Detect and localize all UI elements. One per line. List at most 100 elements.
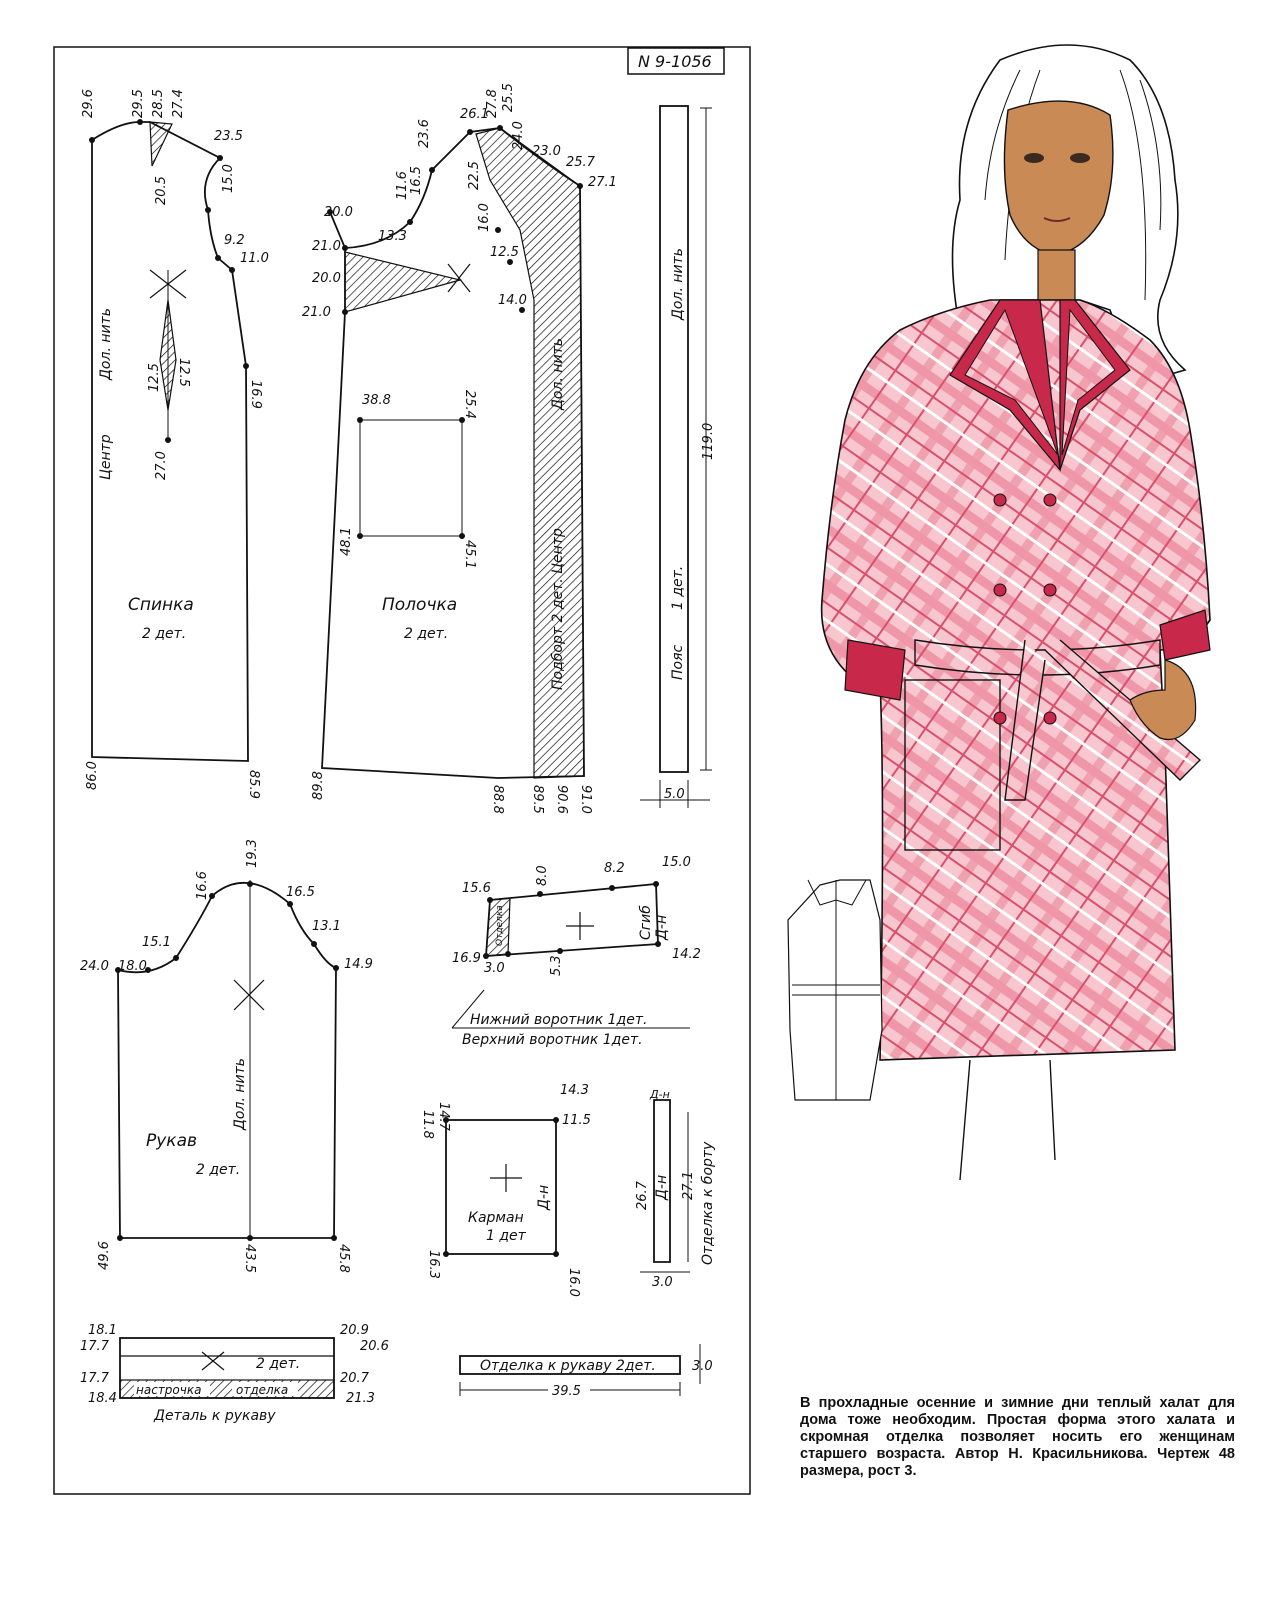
front-measure: 48.1: [339, 527, 354, 556]
sleeve-measure: 19.3: [245, 839, 260, 868]
hand: [1129, 659, 1197, 741]
back-measure: 20.5: [154, 176, 169, 205]
back-measure: 27.0: [154, 451, 169, 480]
front-measure: 21.0: [312, 239, 341, 254]
front-measure: 25.5: [501, 83, 516, 112]
front-measure: 24.0: [511, 121, 526, 150]
back-measure: 11.0: [240, 251, 269, 266]
front-name: Полочка: [382, 595, 457, 615]
sleeve-measure: 16.5: [286, 885, 315, 900]
pattern-number-box: [627, 47, 725, 75]
front-measure: 21.0: [302, 305, 331, 320]
pocket-points: [443, 1117, 559, 1257]
front-measure: 25.4: [462, 390, 477, 419]
cuff-measure: 21.3: [346, 1391, 375, 1406]
back-measure: 23.5: [214, 129, 243, 144]
back-name: Спинка: [128, 595, 194, 615]
cuff-left: [844, 639, 906, 701]
collar-piece: [451, 883, 690, 1029]
collar-lower: Нижний воротник 1дет.: [470, 1012, 647, 1028]
coat-buttons: [993, 493, 1057, 725]
front-measure: 23.6: [417, 119, 432, 148]
front-measure: 89.5: [530, 785, 545, 814]
front-measure: 13.3: [378, 229, 407, 244]
sleeve-count: 2 дет.: [196, 1162, 240, 1178]
back-count: 2 дет.: [142, 626, 186, 642]
left-eye: [1024, 153, 1044, 163]
back-measure: 9.2: [224, 233, 245, 248]
belt-name: Пояс: [670, 644, 686, 680]
front-measure: 27.8: [485, 89, 500, 118]
collar-grain: Д-н: [654, 915, 670, 941]
cuff-measure: 20.9: [340, 1323, 369, 1338]
front-measure: 11.6: [395, 171, 410, 200]
collar-measure: 3.0: [484, 961, 505, 976]
sleeve-measure: 13.1: [312, 919, 341, 934]
pocket-measure: 14.3: [560, 1083, 589, 1098]
sleeve-trim-length: 39.5: [552, 1384, 581, 1399]
back-center: Центр: [98, 434, 114, 480]
front-measure: 90.6: [554, 785, 569, 814]
back-measure: 12.5: [147, 363, 162, 392]
back-measure: 15.0: [221, 164, 236, 193]
sleeve-grain: Дол. нить: [232, 1058, 248, 1131]
front-measure: 25.7: [566, 155, 596, 170]
cuff-measure: 20.7: [340, 1371, 370, 1386]
side-trim-measure: 27.1: [681, 1171, 696, 1200]
collar-points: [483, 881, 661, 959]
caption-text: В прохладные осенние и зимние дни теплый…: [800, 1395, 1235, 1479]
belt-grain: Дол. нить: [670, 248, 686, 321]
pattern-number: N 9-1056: [638, 52, 712, 71]
front-measure: 23.0: [532, 144, 561, 159]
back-measure: 29.5: [131, 89, 146, 118]
pocket-measure: 14.7: [436, 1102, 451, 1132]
cuff-trim: отделка: [236, 1383, 288, 1397]
pocket-measure: 11.8: [420, 1110, 435, 1139]
sleeve-piece: [117, 880, 337, 1240]
back-grain: Дол. нить: [98, 308, 114, 381]
drawing-frame: [53, 46, 751, 1495]
front-measure: 20.0: [312, 271, 341, 286]
mouth: [1043, 217, 1071, 222]
face: [1003, 100, 1114, 256]
back-measure: 29.6: [81, 89, 96, 118]
sleeve-trim-length-bg: [548, 1382, 590, 1398]
collar-measure: 15.0: [662, 855, 691, 870]
sleeve-measure: 45.8: [336, 1244, 351, 1273]
pocket-grain: Д-н: [536, 1185, 552, 1211]
side-trim-piece: [640, 1099, 690, 1273]
back-measure: 86.0: [85, 761, 100, 790]
side-trim-measure: 3.0: [652, 1275, 673, 1290]
collar-measure: 15.6: [462, 881, 491, 896]
front-grain: Дол. нить: [550, 338, 566, 411]
sleeve-measure: 15.1: [142, 935, 171, 950]
sleeve-measure: 16.6: [195, 871, 210, 900]
cuff-stitch: настрочка: [136, 1383, 201, 1397]
sleeve-points: [115, 881, 339, 1241]
side-trim-grain-inner: Д-н: [654, 1175, 670, 1201]
front-points: [327, 125, 583, 539]
collar-measure: 8.0: [535, 865, 550, 886]
front-facing: Подборт 2 дет. Центр: [550, 528, 566, 690]
back-measure: 28.5: [151, 89, 166, 118]
sleeve-measure: 49.6: [97, 1241, 112, 1270]
belt-width: 5.0: [664, 787, 685, 802]
front-measure: 16.5: [409, 166, 424, 195]
side-trim-grain: Д-н: [649, 1088, 670, 1101]
coat: [820, 299, 1211, 1061]
collar-measure: 8.2: [604, 861, 625, 876]
front-measure: 26.1: [460, 107, 489, 122]
sleeve-trim-name: Отделка к рукаву 2дет.: [480, 1358, 656, 1374]
front-measure: 45.1: [462, 540, 477, 569]
collar-trim: Отделка: [495, 905, 505, 946]
cuff-stitch-bg: [134, 1382, 210, 1396]
back-measure: 16.9: [248, 380, 263, 409]
side-trim-measure: 26.7: [635, 1180, 650, 1210]
sleeve-measure: 18.0: [118, 959, 147, 974]
cuff-measure: 20.6: [360, 1339, 389, 1354]
pocket-piece: [445, 1119, 557, 1255]
pocket-measure: 16.0: [566, 1268, 581, 1297]
cuff-count: 2 дет.: [256, 1356, 300, 1372]
front-measure: 38.8: [362, 393, 391, 408]
